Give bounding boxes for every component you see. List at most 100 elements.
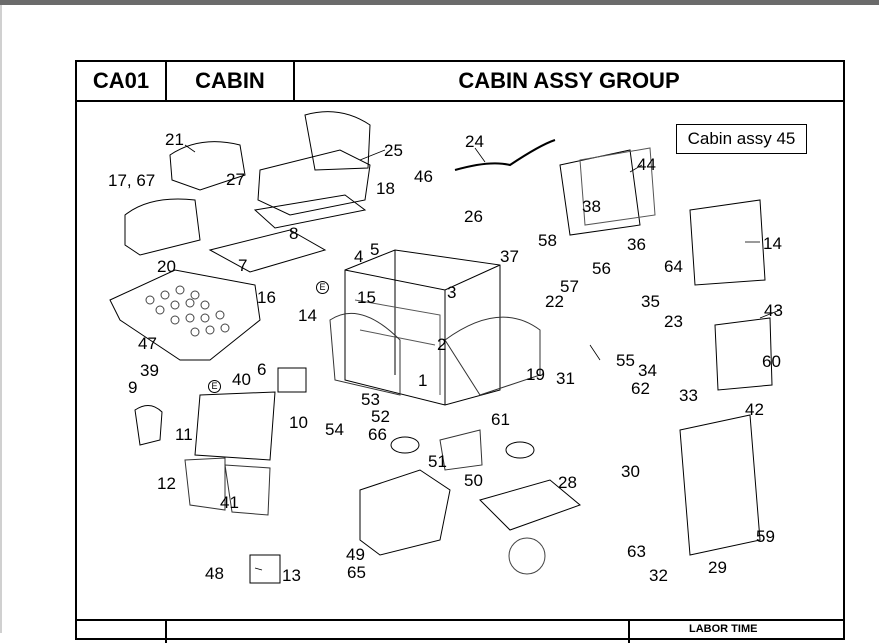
part-callout: 20 [157, 257, 176, 276]
floor-plate [208, 229, 327, 273]
part-callout: 8 [289, 224, 299, 243]
part-callout: 64 [664, 257, 683, 276]
rear-panel [689, 199, 766, 286]
step [439, 429, 483, 471]
part-callout: 33 [679, 386, 698, 405]
part-callout: 60 [762, 352, 781, 371]
part-callout: 22 [545, 292, 564, 311]
part-callout: 4 [354, 247, 364, 266]
part-callout: 65 [347, 563, 366, 582]
wiring-harness [454, 139, 556, 171]
part-callout: 1 [418, 371, 428, 390]
part-callout: 18 [376, 179, 395, 198]
relay-box [249, 554, 281, 584]
side-glass [714, 317, 773, 391]
labor-time-label: LABOR TIME [689, 623, 758, 635]
part-callout: 37 [500, 247, 519, 266]
part-callout: 50 [464, 471, 483, 490]
sheet-footer: LABOR TIME [77, 619, 843, 643]
part-callout: 16 [257, 288, 276, 307]
part-callout: 7 [238, 256, 248, 275]
part-callout: 3 [447, 283, 457, 302]
part-callout: E [208, 380, 221, 393]
cabin-mount-right [505, 441, 535, 459]
part-callout: 59 [756, 527, 775, 546]
part-callout: 31 [556, 369, 575, 388]
part-callout: 5 [370, 240, 380, 259]
part-callout: 27 [226, 170, 245, 189]
part-callout: 29 [708, 558, 727, 577]
part-callout: 46 [414, 167, 433, 186]
part-callout: 51 [428, 452, 447, 471]
work-lamp [277, 367, 307, 393]
part-callout: 54 [325, 420, 344, 439]
sheet-header: CA01 CABIN CABIN ASSY GROUP [77, 62, 843, 102]
window-left-edge [0, 5, 2, 633]
part-callout: 30 [621, 462, 640, 481]
cabin-frame-posts [344, 250, 501, 405]
part-callout: 61 [491, 410, 510, 429]
window-top-bar [0, 0, 879, 5]
part-callout: 63 [627, 542, 646, 561]
cabin-assy-reference: Cabin assy 45 [676, 124, 807, 154]
part-callout: 14 [298, 306, 317, 325]
part-callout: 41 [220, 493, 239, 512]
part-callout: 62 [631, 379, 650, 398]
cabin-base-bracket [359, 469, 451, 556]
part-callout: 55 [616, 351, 635, 370]
part-callout: 10 [289, 413, 308, 432]
footer-divider [628, 621, 630, 643]
lower-window-right [224, 464, 271, 516]
part-callout: 38 [582, 197, 601, 216]
footer-divider [165, 621, 167, 643]
part-callout: 32 [649, 566, 668, 585]
mount-plate [479, 479, 581, 531]
section-name: CABIN [167, 62, 295, 100]
cabin-door [679, 414, 761, 556]
part-callout: 42 [745, 400, 764, 419]
seat-back [304, 111, 371, 171]
part-callout: 40 [232, 370, 251, 389]
part-callout: 48 [205, 564, 224, 583]
seat-base [257, 149, 371, 216]
sheet-title: CABIN ASSY GROUP [458, 68, 680, 93]
part-callout: 6 [257, 360, 267, 379]
right-fender [444, 316, 541, 396]
part-callout: 56 [592, 259, 611, 278]
mirror [134, 405, 163, 446]
front-window [194, 391, 276, 461]
instrument-console [169, 141, 246, 191]
part-callout: 24 [465, 132, 484, 151]
part-callout: 49 [346, 545, 365, 564]
part-callout: 17, 67 [108, 171, 156, 190]
part-callout: 14 [763, 234, 782, 253]
part-callout: 25 [384, 141, 403, 160]
part-callout: 44 [637, 155, 656, 174]
part-callout: 34 [638, 361, 657, 380]
cabin-mount-left [390, 436, 420, 454]
part-callout: 52 [371, 407, 390, 426]
part-callout: 43 [764, 301, 783, 320]
catalog-sheet: CA01 CABIN CABIN ASSY GROUP LABOR TIME [75, 60, 845, 643]
part-callout: 36 [627, 235, 646, 254]
part-callout: 28 [558, 473, 577, 492]
part-callout: 26 [464, 207, 483, 226]
part-callout: 11 [175, 425, 193, 444]
part-callout: 53 [361, 390, 380, 409]
lower-window-left [184, 457, 226, 511]
part-callout: 12 [157, 474, 176, 493]
part-callout: 66 [368, 425, 387, 444]
part-callout: 23 [664, 312, 683, 331]
part-callout: 57 [560, 277, 579, 296]
part-callout: 9 [128, 378, 138, 397]
left-fender [329, 312, 401, 396]
part-callout: 2 [437, 335, 447, 354]
part-callout: 19 [526, 365, 545, 384]
part-callout: 58 [538, 231, 557, 250]
part-callout: 35 [641, 292, 660, 311]
electrical-panel [559, 149, 641, 236]
group-code: CA01 [77, 62, 167, 100]
part-callout: 39 [140, 361, 159, 380]
part-callout: 13 [282, 566, 301, 585]
